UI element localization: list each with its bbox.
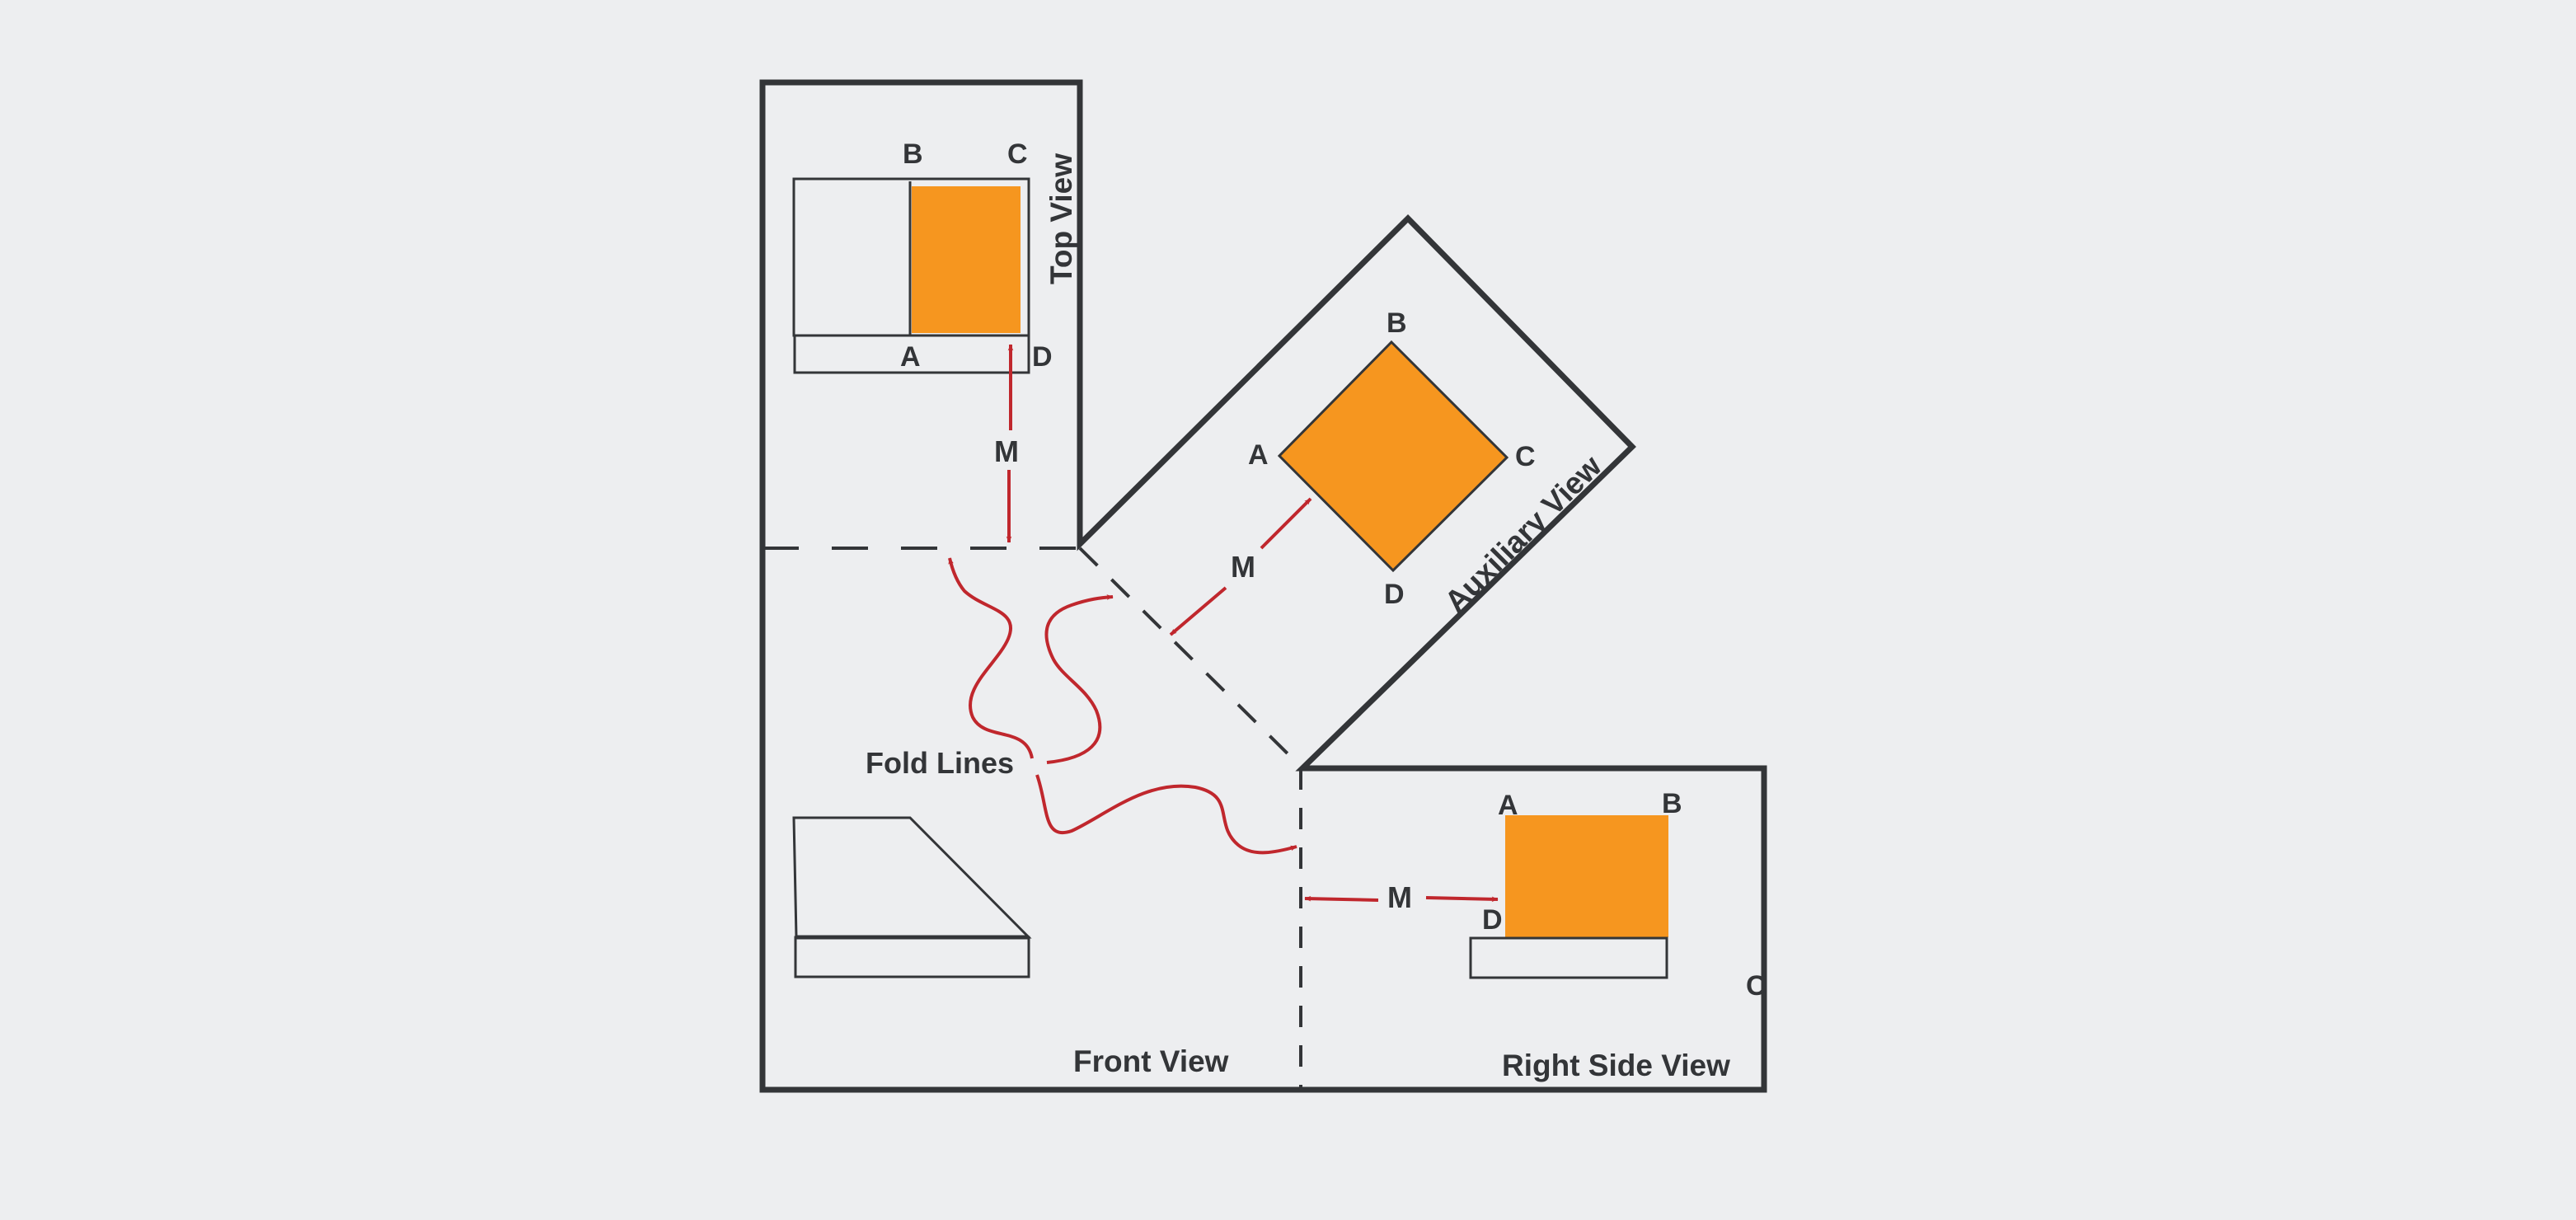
fold-line-pointers — [948, 557, 1297, 855]
aux-point-c: C — [1515, 441, 1536, 472]
top-view-orange-face — [912, 186, 1021, 333]
top-point-c: C — [1007, 138, 1028, 170]
top-point-b: B — [903, 138, 923, 170]
fold-pointer-diagonal — [1044, 594, 1114, 764]
aux-distance-arrow-down — [1169, 586, 1227, 636]
aux-point-d: D — [1384, 579, 1405, 610]
aux-view-point-labels: B A C D — [1248, 307, 1536, 610]
aux-distance-label: M — [1231, 550, 1255, 584]
front-view-label: Front View — [1073, 1044, 1229, 1078]
fold-line-diagonal — [1078, 547, 1304, 770]
top-point-a: A — [900, 341, 921, 373]
aux-distance-arrow-up — [1260, 497, 1312, 550]
side-point-a: A — [1498, 790, 1518, 821]
side-view-point-labels: A B D C — [1482, 788, 1767, 1002]
distance-arrows — [1006, 344, 1499, 903]
top-view-label: Top View — [1044, 153, 1078, 284]
right-side-view-drawing — [1469, 815, 1668, 979]
fold-pointer-horizontal — [948, 557, 1034, 759]
side-distance-arrow-left — [1304, 895, 1379, 902]
distance-labels: M M M — [994, 434, 1412, 914]
fold-pointer-vertical — [1035, 774, 1297, 855]
right-side-view-label: Right Side View — [1502, 1049, 1730, 1082]
aux-point-a: A — [1248, 439, 1269, 471]
aux-point-b: B — [1387, 307, 1407, 339]
side-point-c: C — [1746, 970, 1767, 1002]
top-point-d: D — [1032, 341, 1053, 373]
top-distance-label: M — [994, 434, 1019, 468]
side-distance-arrow-right — [1425, 896, 1499, 903]
side-point-b: B — [1662, 788, 1682, 819]
top-view-drawing — [792, 177, 1030, 374]
auxiliary-view-orange-face — [1277, 340, 1509, 573]
right-side-view-orange-face — [1505, 815, 1668, 937]
projection-paper-outline — [759, 79, 1767, 1093]
fold-lines-label: Fold Lines — [866, 746, 1014, 780]
side-point-d: D — [1482, 904, 1503, 936]
side-distance-label: M — [1387, 880, 1412, 914]
top-view-point-labels: B C A D — [900, 138, 1053, 373]
front-view-drawing — [792, 816, 1032, 978]
